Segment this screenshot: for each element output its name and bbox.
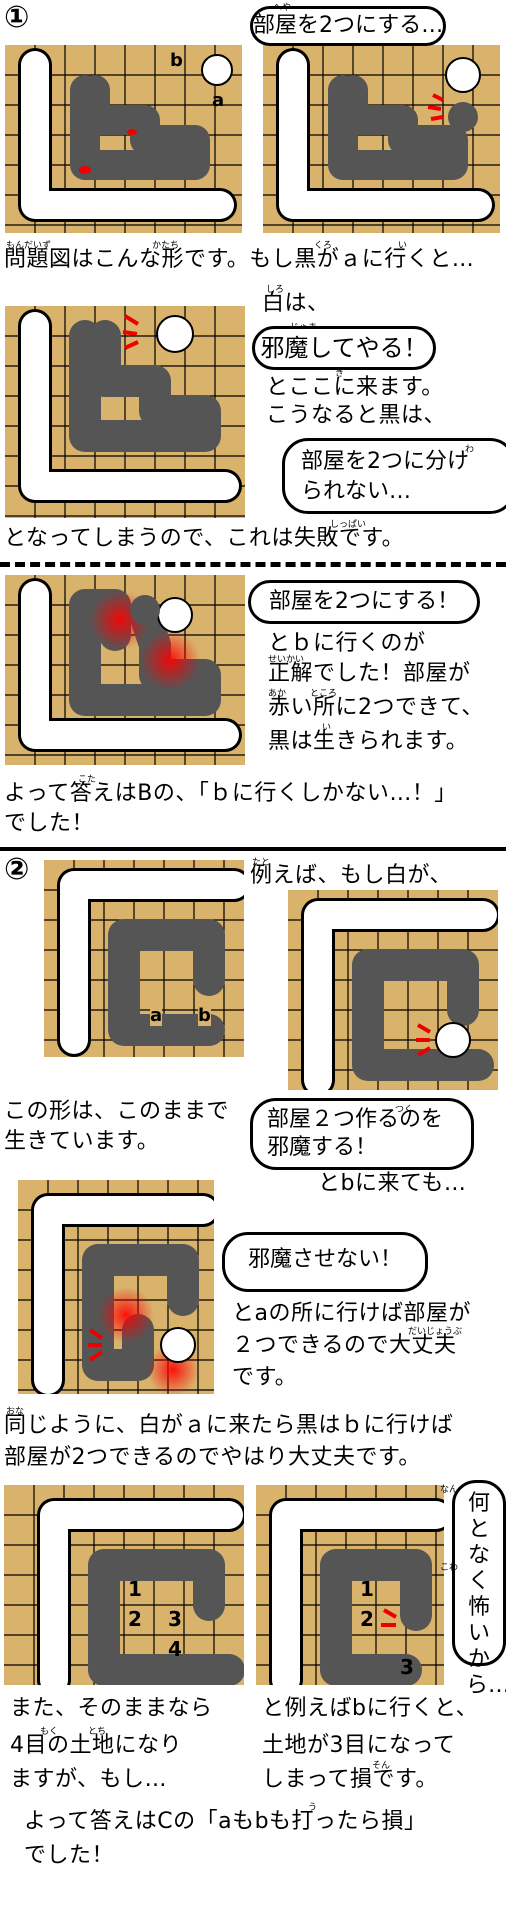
section-divider	[0, 847, 506, 851]
ruby-shiro: しろ	[266, 285, 285, 295]
text-go-a-3: です。	[232, 1365, 298, 1390]
bubble-split-line1: 部屋を2つに分け	[301, 449, 469, 474]
text-come-here: とここに来ます。	[266, 375, 444, 400]
speech-bubble-jama: 邪魔してやる！	[252, 326, 436, 370]
board-diagram-8	[4, 1485, 244, 1685]
marker-1: 1	[128, 1577, 142, 1601]
go-board-panel-8: 1 2 3 4	[4, 1485, 244, 1685]
text-white-is: 白は、	[262, 291, 330, 316]
marker-4: 4	[168, 1637, 182, 1661]
speech-bubble-no-jama: 邪魔させない！	[222, 1232, 428, 1292]
marker-2: 2	[128, 1607, 142, 1631]
marker-9-1: 1	[360, 1577, 374, 1601]
text-ex-b-1: と例えばbに行くと、	[262, 1696, 479, 1721]
ruby-kuro: くろ	[314, 241, 333, 251]
board-diagram-2	[263, 45, 500, 233]
speech-bubble-block: つく 部屋２つ作るのを 邪魔する！	[250, 1098, 474, 1170]
ruby-wa: わ	[465, 445, 475, 455]
ruby-tokoro: ところ	[310, 689, 338, 699]
label-a-2: a	[150, 1005, 163, 1026]
text-answer-1: よって答えはBの、「ｂに行くしかない…！」	[4, 781, 457, 806]
board-diagram-5	[44, 860, 244, 1057]
ruby-moku: もく	[40, 1727, 59, 1737]
marker-9-3: 3	[400, 1655, 414, 1679]
board-diagram-9	[256, 1485, 444, 1685]
scary-vertical-text: 何となく怖いから…	[466, 1491, 506, 1698]
ruby-mondaizu: もんだいず	[6, 241, 52, 251]
speech-bubble-split-room: 部屋を2つにする…	[250, 6, 446, 46]
bubble-block-line1: 部屋２つ作るのを	[267, 1107, 444, 1132]
ruby-ikiru: い	[322, 723, 332, 733]
section-1-number: ①	[4, 0, 30, 35]
ruby-tsuku: つく	[395, 1105, 414, 1115]
go-board-panel-6	[288, 890, 498, 1090]
board-diagram-7	[18, 1180, 214, 1394]
section-2-number: ②	[4, 852, 30, 887]
speech-bubble-cannot-split: わ 部屋を2つに分け られない…	[282, 438, 506, 514]
text-correct-3: 赤い所に2つできて、	[268, 695, 484, 720]
go-board-panel-3	[5, 306, 245, 518]
text-example: 例えば、もし白が、	[250, 863, 453, 888]
bubble-split-line2: られない…	[301, 479, 412, 504]
text-correct-4: 黒は生きられます。	[268, 729, 469, 754]
board-diagram-6	[288, 890, 498, 1090]
text-fail: となってしまうので、これは失敗です。	[4, 526, 405, 551]
ruby-seikai: せいかい	[268, 655, 305, 665]
text-came-b: とbに来ても…	[318, 1171, 467, 1196]
label-b: b	[170, 50, 183, 71]
go-board-panel-2	[263, 45, 500, 233]
text-go-a-1: とaの所に行けば部屋が	[232, 1301, 471, 1326]
ruby-ki: き	[335, 369, 345, 379]
text-ex-b-2: 土地が3目になって	[262, 1733, 456, 1758]
go-board-panel-7	[18, 1180, 214, 1394]
text-alive-2: 生きています。	[4, 1129, 160, 1154]
go-board-panel-4	[5, 575, 245, 765]
text-final-2: でした！	[24, 1843, 115, 1868]
speech-bubble-make-two: 部屋を2つにする！	[248, 580, 480, 624]
ruby-ona: おな	[6, 1407, 25, 1417]
text-alive-1: この形は、このままで	[4, 1099, 230, 1124]
go-board-panel-9: 1 2 3	[256, 1485, 444, 1685]
text-also-3: ますが、もし…	[10, 1767, 168, 1792]
go-board-panel-5: a b	[44, 860, 244, 1057]
ruby-u: う	[308, 1803, 318, 1813]
board-diagram-3	[5, 306, 245, 518]
text-answer-2: でした！	[4, 811, 95, 836]
dashed-divider	[0, 562, 506, 567]
text-same-1: 同じように、白がａに来たら黒はｂに行けば	[4, 1413, 454, 1438]
text-line-problem: 問題図はこんな形です。もし黒がａに行くと…	[4, 247, 475, 272]
ruby-nan: なん	[440, 1485, 459, 1495]
text-also-2: 4目の土地になり	[10, 1733, 182, 1758]
ruby-heya: へや	[273, 3, 292, 13]
go-board-panel-1: b a	[5, 45, 242, 233]
ruby-son: そん	[372, 1761, 391, 1771]
board-diagram-1	[5, 45, 242, 233]
text-final-1: よって答えはCの「aもbも打ったら損」	[24, 1809, 427, 1834]
marker-9-2: 2	[360, 1607, 374, 1631]
board-diagram-4	[5, 575, 245, 765]
label-b-2: b	[198, 1005, 211, 1026]
ruby-daijoubu: だいじょうぶ	[408, 1327, 463, 1337]
ruby-aka: あか	[268, 689, 287, 699]
text-ex-b-3: しまって損です。	[262, 1767, 438, 1792]
ruby-kowa: こわ	[440, 1563, 459, 1573]
marker-3: 3	[168, 1607, 182, 1631]
text-correct-1: とｂに行くのが	[268, 631, 426, 656]
ruby-katachi: かたち	[152, 241, 180, 251]
ruby-shippai: しっぱい	[330, 520, 367, 530]
text-correct-2: 正解でした！部屋が	[268, 661, 471, 686]
speech-bubble-scary: 何となく怖いから…	[452, 1480, 506, 1698]
ruby-tato: たと	[252, 858, 271, 868]
ruby-tochi: とち	[88, 1727, 107, 1737]
text-same-2: 部屋が2つできるのでやはり大丈夫です。	[4, 1445, 421, 1470]
text-then-black: こうなると黒は、	[266, 403, 447, 428]
text-also-1: また、そのままなら	[10, 1696, 213, 1721]
ruby-i: い	[398, 241, 408, 251]
bubble-block-line2: 邪魔する！	[267, 1135, 378, 1160]
ruby-kota: こた	[78, 775, 97, 785]
text-go-a-2: ２つできるので大丈夫	[232, 1333, 457, 1358]
label-a: a	[212, 90, 225, 111]
